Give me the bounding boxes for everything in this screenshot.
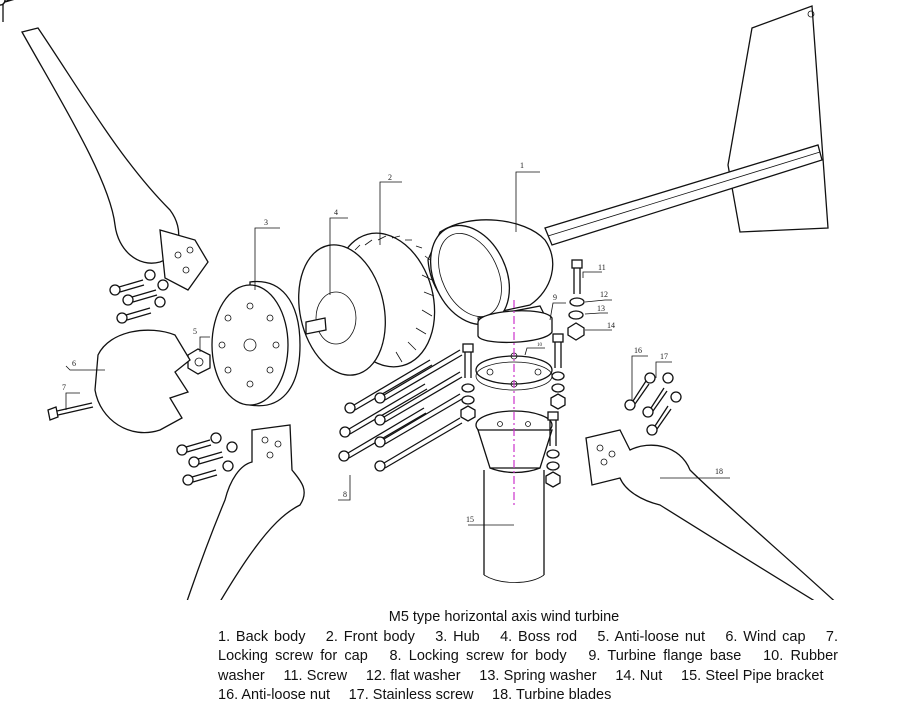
legend-item: 3. Hub [435,628,480,645]
legend-item: 2. Front body [325,628,415,645]
caption: M5 type horizontal axis wind turbine 1. … [218,608,838,706]
locking-screws-body [0,0,463,472]
legend-item: 14. Nut [615,667,663,684]
legend-item: 9. Turbine flange base [588,648,742,664]
tail-vane [544,5,829,246]
turbine-flange-base [475,310,553,391]
legend-item: 13. Spring washer [479,667,597,684]
legend-item: 4. Boss rod [500,628,578,645]
wind-cap [94,329,191,434]
legend-item: 15. Steel Pipe bracket [681,667,824,684]
left-fasteners-top [0,0,169,324]
anti-loose-nut [187,348,211,375]
parts-legend: 1. Back body 2. Front body 3. Hub 4. Bos… [218,628,838,706]
callout-1: 1 [520,161,524,170]
callout-8: 8 [343,490,347,499]
callout-4: 4 [334,208,338,217]
leader-lines [65,171,730,526]
callout-7: 7 [62,383,66,392]
callout-10: 10 [537,343,543,348]
turbine-blade-upper-left [21,27,209,291]
diagram-title: M5 type horizontal axis wind turbine [388,609,620,625]
steel-pipe-bracket [475,410,553,583]
callout-12: 12 [600,290,608,299]
turbine-blade-right [585,429,835,600]
callout-18: 18 [715,467,723,476]
legend-item: 16. Anti-loose nut [218,687,331,703]
callout-3: 3 [264,218,268,227]
callout-14: 14 [607,321,615,330]
legend-item: 11. Screw [283,667,348,684]
callout-5: 5 [193,327,197,336]
boss-rod [298,244,386,376]
legend-item: 12. flat washer [365,667,461,684]
legend-item: 8. Locking screw for body [389,648,567,664]
callout-16: 16 [634,346,642,355]
turbine-blade-lower-left [186,424,305,600]
callout-2: 2 [388,173,392,182]
legend-item: 18. Turbine blades [492,687,612,703]
callout-17: 17 [660,352,668,361]
legend-item: 17. Stainless screw [348,687,474,703]
screws-washers-nuts [2,0,585,488]
legend-item: 5. Anti-loose nut [597,628,706,645]
callout-15: 15 [466,515,474,524]
callout-6: 6 [72,359,76,368]
callout-9: 9 [553,293,557,302]
callout-13: 13 [597,304,605,313]
locking-screw-cap [47,402,94,421]
hub [211,280,301,407]
left-fasteners-bottom [176,432,238,486]
callout-11: 11 [598,263,606,272]
legend-item: 6. Wind cap [725,628,806,645]
legend-item: 1. Back body [218,628,306,645]
legend-item: 10. Rubber washer [218,648,839,684]
exploded-view-diagram: 1 2 3 4 5 6 7 8 9 10 11 12 13 14 15 16 1… [0,0,835,600]
legend-item: 7. Locking screw for cap [218,628,838,665]
